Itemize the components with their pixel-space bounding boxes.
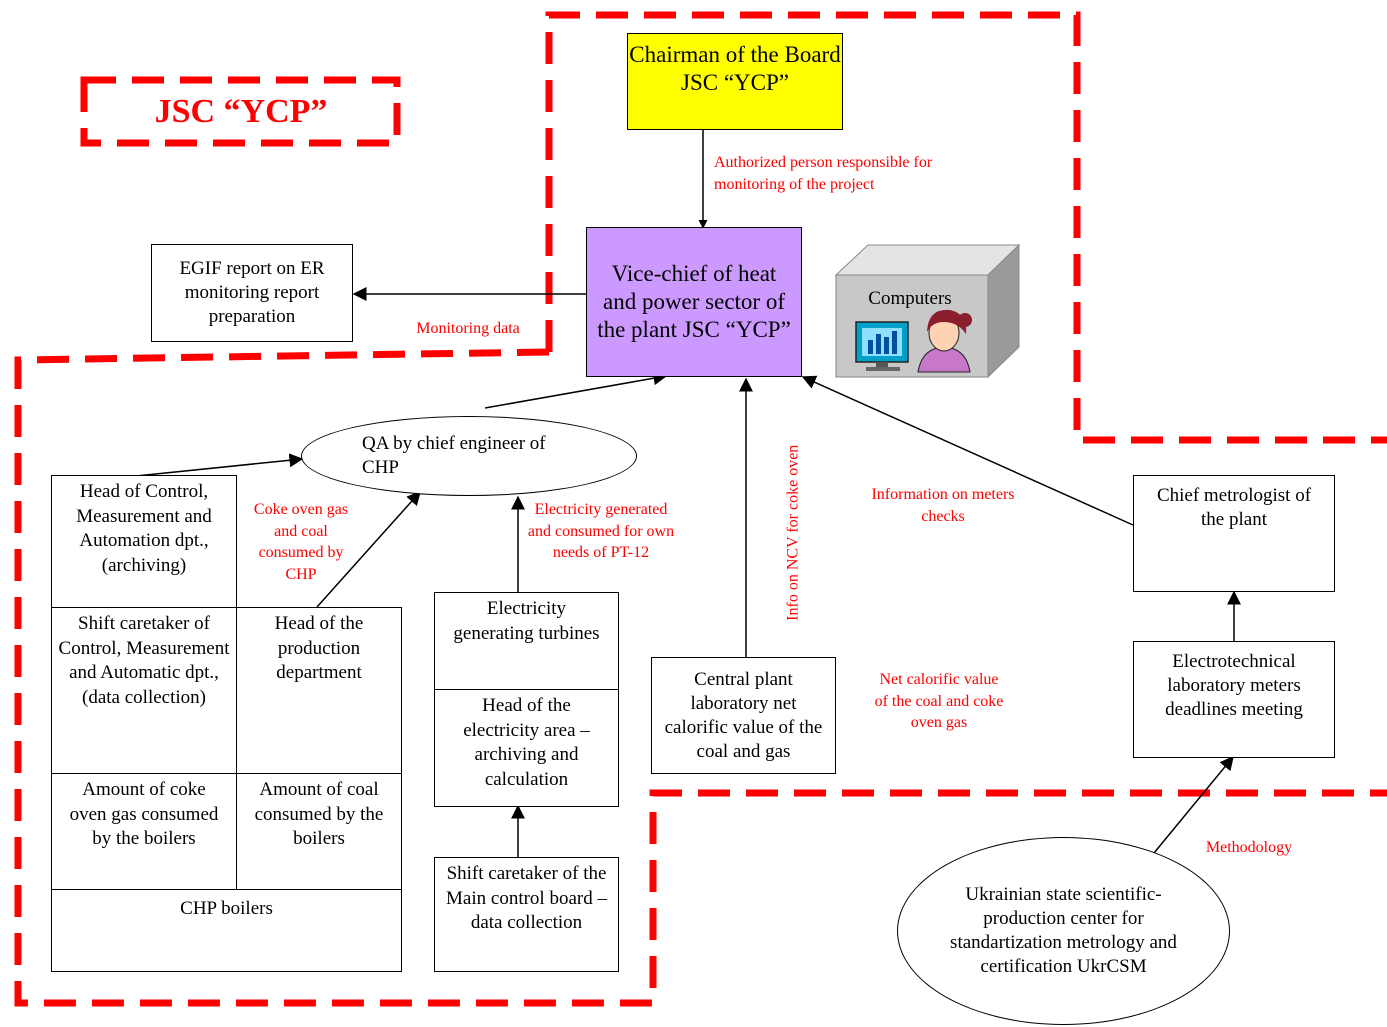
head-production-text: Head of the production department — [274, 613, 364, 683]
ukrcsm-text: Ukrainian state scientific-production ce… — [950, 884, 1177, 977]
coke-oven-gas-coal-label: Coke oven gas and coal consumed by CHP — [253, 501, 349, 583]
central-lab-box: Central plant laboratory net calorific v… — [651, 657, 836, 774]
head-control-text: Head of Control, Measurement and Automat… — [76, 481, 212, 576]
arrow-ukrcsm-to-electrotech — [1153, 755, 1234, 854]
qa-text: QA by chief engineer of CHP — [362, 433, 546, 478]
amount-coke-gas-text: Amount of coke oven gas consumed by the … — [69, 779, 219, 849]
shift-caretaker-main-cell: Shift caretaker of the Main control boar… — [434, 857, 619, 972]
monitoring-data-label: Monitoring data — [416, 320, 520, 337]
electricity-turbines-text: Electricity generating turbines — [453, 598, 600, 644]
head-control-cell: Head of Control, Measurement and Automat… — [51, 475, 237, 608]
shift-caretaker-main-text: Shift caretaker of the Main control boar… — [446, 863, 607, 933]
net-calorific-label: Net calorific value of the coal and coke… — [874, 671, 1004, 731]
chairman-box: Chairman of the Board JSC “YCP” — [627, 33, 843, 130]
electricity-turbines-cell: Electricity generating turbines — [434, 592, 619, 690]
methodology-label: Methodology — [1205, 839, 1293, 856]
computer-illustration — [834, 243, 1021, 379]
electrotechnical-lab-text: Electrotechnical laboratory meters deadl… — [1165, 651, 1303, 720]
meters-checks-label: Information on meters checks — [871, 486, 1015, 525]
central-lab-text: Central plant laboratory net calorific v… — [664, 668, 823, 762]
arrow-headcontrol-to-qa — [135, 453, 304, 477]
arrow-metrologist-to-vice — [801, 375, 1134, 526]
egif-report-text: EGIF report on ER monitoring report prep… — [179, 258, 325, 327]
chp-boilers-text: CHP boilers — [180, 898, 273, 919]
chp-boundary — [14, 348, 1387, 1007]
electrotechnical-lab-box: Electrotechnical laboratory meters deadl… — [1133, 641, 1335, 758]
chairman-text: Chairman of the Board JSC “YCP” — [629, 42, 841, 95]
jsc-boundary — [80, 76, 401, 147]
amount-coal-cell: Amount of coal consumed by the boilers — [236, 773, 402, 890]
computers-label: Computers — [868, 288, 952, 309]
management-boundary — [545, 11, 1387, 444]
amount-coal-text: Amount of coal consumed by the boilers — [254, 779, 384, 849]
vice-chief-box: Vice-chief of heat and power sector of t… — [586, 227, 802, 377]
shift-caretaker-control-cell: Shift caretaker of Control, Measurement … — [51, 607, 237, 774]
amount-coke-gas-cell: Amount of coke oven gas consumed by the … — [51, 773, 237, 890]
arrow-production-to-qa — [316, 490, 421, 608]
electricity-generated-label: Electricity generated and consumed for o… — [527, 501, 675, 561]
arrow-qa-to-vice — [484, 371, 668, 409]
chief-metrologist-box: Chief metrologist of the plant — [1133, 475, 1335, 592]
shift-caretaker-control-text: Shift caretaker of Control, Measurement … — [58, 613, 230, 708]
authorized-person-label: Authorized person responsible for monito… — [714, 154, 933, 193]
info-ncv-label: Info on NCV for coke oven — [784, 444, 802, 621]
chp-boilers-cell: CHP boilers — [51, 889, 402, 972]
org-label: JSC “YCP” — [154, 93, 328, 130]
egif-report-box: EGIF report on ER monitoring report prep… — [151, 244, 353, 342]
head-production-cell: Head of the production department — [236, 607, 402, 774]
chief-metrologist-text: Chief metrologist of the plant — [1156, 485, 1312, 530]
head-electricity-area-text: Head of the electricity area – archiving… — [463, 695, 590, 790]
ukrcsm-ellipse: Ukrainian state scientific-production ce… — [897, 837, 1230, 1025]
head-electricity-area-cell: Head of the electricity area – archiving… — [434, 689, 619, 807]
vice-chief-text: Vice-chief of heat and power sector of t… — [597, 261, 791, 342]
qa-ellipse: QA by chief engineer of CHP — [301, 416, 637, 496]
